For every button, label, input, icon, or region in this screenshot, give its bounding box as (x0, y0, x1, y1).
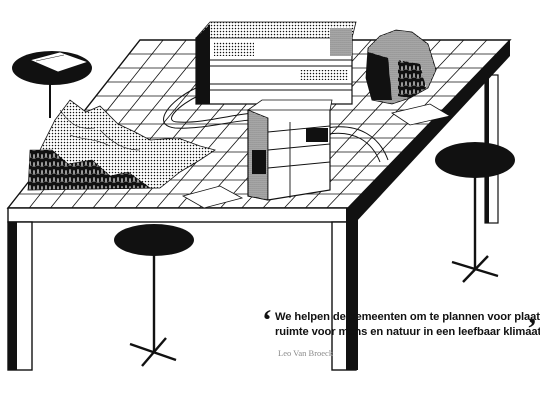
quote-author: Leo Van Broeck (278, 348, 334, 358)
stool-right (435, 142, 515, 283)
stool-back-left (12, 51, 92, 118)
winding-path (163, 87, 389, 163)
rock-outcrop (365, 29, 437, 105)
quote-line-1: We helpen de gemeenten om te plannen voo… (275, 311, 540, 323)
open-quote-mark: ‘ (262, 304, 272, 337)
table-front-legs (7, 208, 358, 371)
quote-line-2: ruimte voor mens en natuur in een leefba… (275, 325, 540, 338)
quote-text: We helpen de gemeenten om te plannen voo… (275, 310, 540, 339)
close-quote-mark: ’ (527, 312, 537, 345)
building-back (195, 21, 357, 105)
building-front (246, 99, 333, 201)
mountain-landscape (27, 99, 216, 191)
stool-front-middle (114, 224, 194, 367)
quote-block: ‘ We helpen de gemeenten om te plannen v… (262, 304, 540, 368)
